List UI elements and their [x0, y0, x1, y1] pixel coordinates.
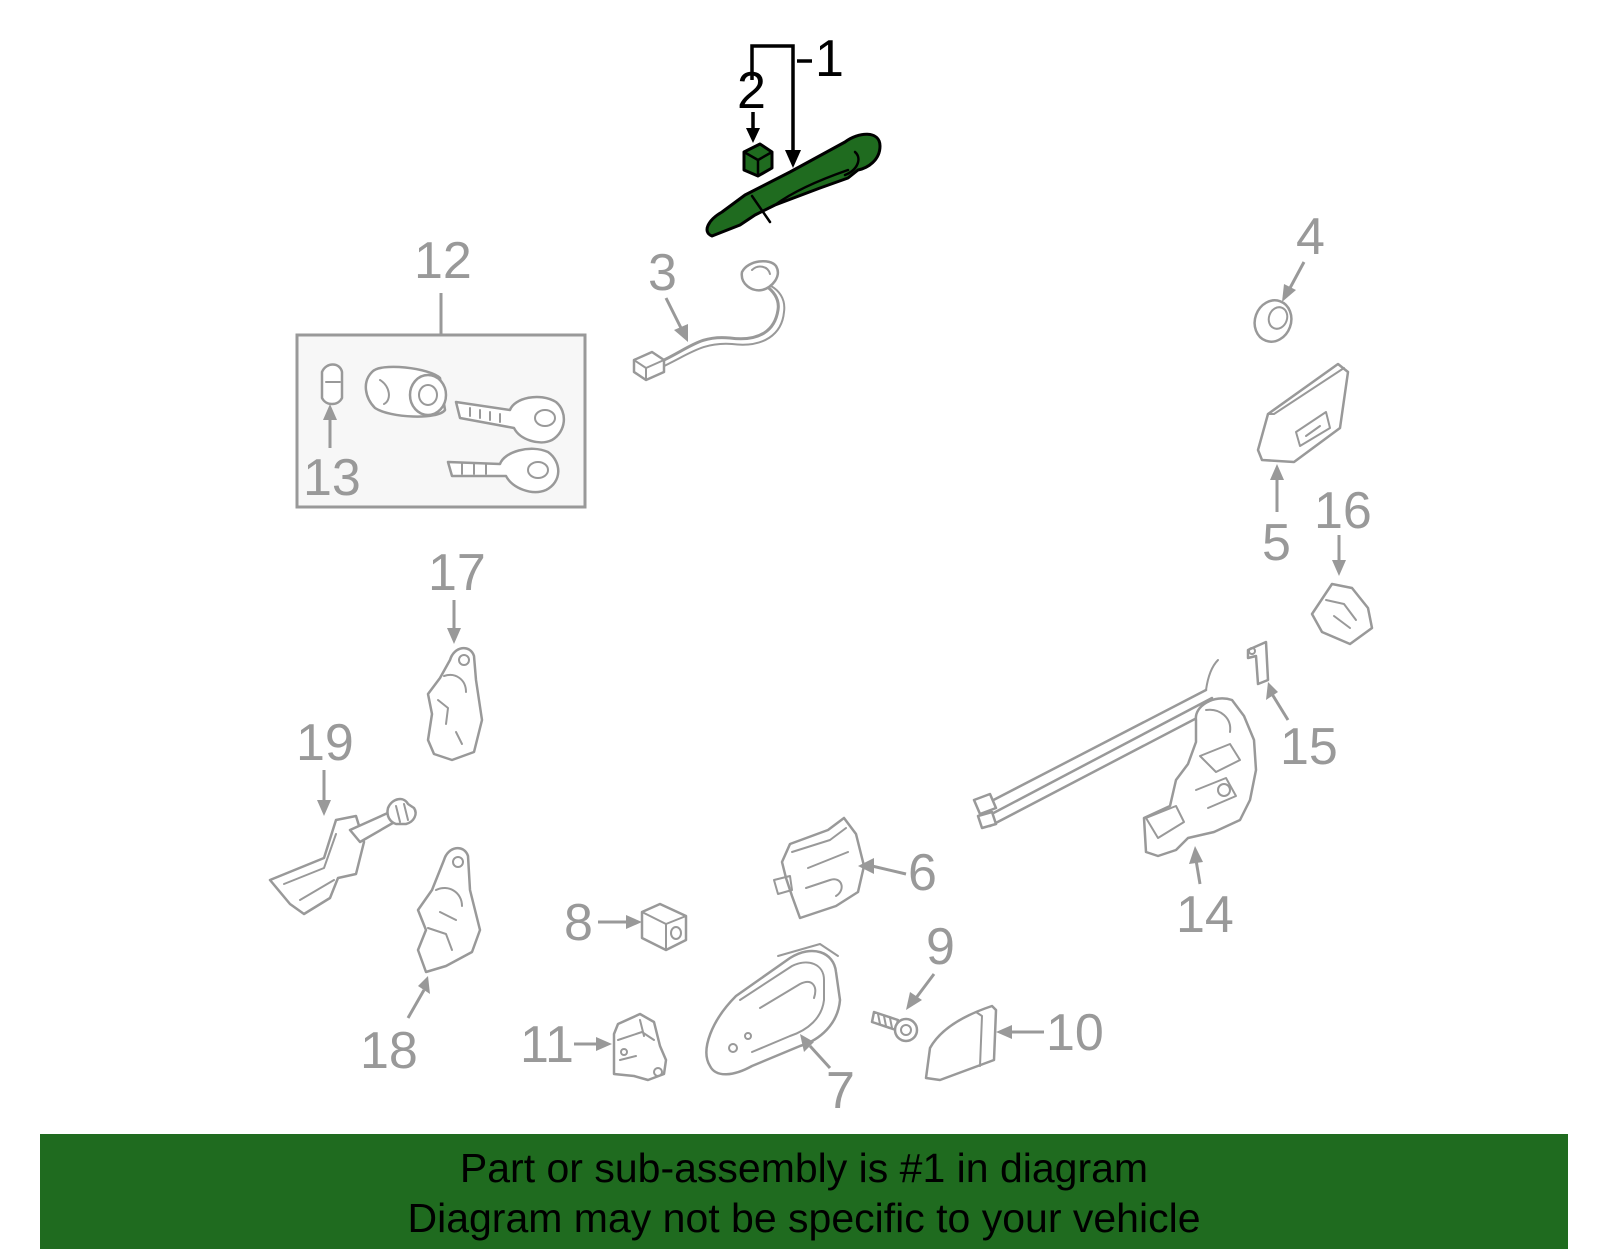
part-16-bracket[interactable]: [1310, 582, 1374, 646]
callout-label-10: 10: [1046, 1004, 1104, 1062]
callout-6: 6: [858, 844, 937, 902]
callout-15: 15: [1266, 682, 1338, 776]
callout-label-2: 2: [737, 62, 766, 120]
part-8-clip[interactable]: [640, 902, 688, 952]
callout-label-13: 13: [303, 449, 361, 507]
callout-label-19: 19: [296, 714, 354, 772]
part-15-clip[interactable]: [1246, 640, 1270, 686]
callout-8: 8: [564, 894, 642, 952]
callout-7: 7: [800, 1034, 855, 1120]
part-5-trim-cover[interactable]: [1256, 362, 1350, 464]
part-3-cable[interactable]: [632, 259, 786, 382]
part-17-hinge[interactable]: [426, 647, 484, 762]
part-11-actuator[interactable]: [612, 1012, 668, 1082]
callout-label-4: 4: [1296, 208, 1325, 266]
callout-5: 5: [1262, 464, 1291, 572]
part-19-door-check[interactable]: [268, 797, 417, 916]
callout-2: 2: [737, 62, 766, 143]
part-1-outside-handle[interactable]: [705, 132, 882, 238]
callout-label-16: 16: [1314, 482, 1372, 540]
callout-12: 12: [414, 232, 472, 335]
callout-18: 18: [360, 976, 430, 1080]
callout-label-6: 6: [908, 844, 937, 902]
callout-3: 3: [648, 244, 688, 342]
banner-line-2: Diagram may not be specific to your vehi…: [407, 1195, 1201, 1241]
callout-16: 16: [1314, 482, 1372, 576]
part-2-handle-cap[interactable]: [742, 142, 774, 178]
callout-19: 19: [296, 714, 354, 816]
callout-label-14: 14: [1176, 886, 1234, 944]
info-banner: Part or sub-assembly is #1 in diagram Di…: [40, 1134, 1568, 1249]
callout-label-8: 8: [564, 894, 593, 952]
callout-label-5: 5: [1262, 514, 1291, 572]
part-10-cover[interactable]: [924, 1004, 998, 1082]
part-7-inside-handle[interactable]: [705, 943, 842, 1076]
callout-label-9: 9: [926, 918, 955, 976]
part-9-screw[interactable]: [870, 1010, 919, 1043]
callout-4: 4: [1282, 208, 1325, 302]
callout-11: 11: [520, 1016, 612, 1074]
callout-label-3: 3: [648, 244, 677, 302]
part-14-latch[interactable]: [972, 659, 1258, 858]
callout-label-17: 17: [428, 544, 486, 602]
callout-10: 10: [996, 1004, 1104, 1062]
part-6-housing[interactable]: [773, 816, 866, 920]
callout-1: 1: [750, 30, 844, 168]
callout-13: 13: [303, 404, 361, 507]
callout-label-12: 12: [414, 232, 472, 290]
callout-label-1: 1: [815, 30, 844, 88]
banner-line-1: Part or sub-assembly is #1 in diagram: [459, 1145, 1149, 1191]
callout-label-15: 15: [1280, 718, 1338, 776]
callout-17: 17: [428, 544, 486, 644]
callout-label-18: 18: [360, 1022, 418, 1080]
callout-9: 9: [906, 918, 955, 1010]
part-4-plug[interactable]: [1249, 295, 1297, 347]
callout-label-11: 11: [520, 1016, 574, 1074]
callout-14: 14: [1176, 846, 1234, 944]
callout-label-7: 7: [826, 1062, 855, 1120]
part-18-hinge[interactable]: [416, 847, 482, 974]
part-12-lock-set[interactable]: [295, 333, 587, 509]
